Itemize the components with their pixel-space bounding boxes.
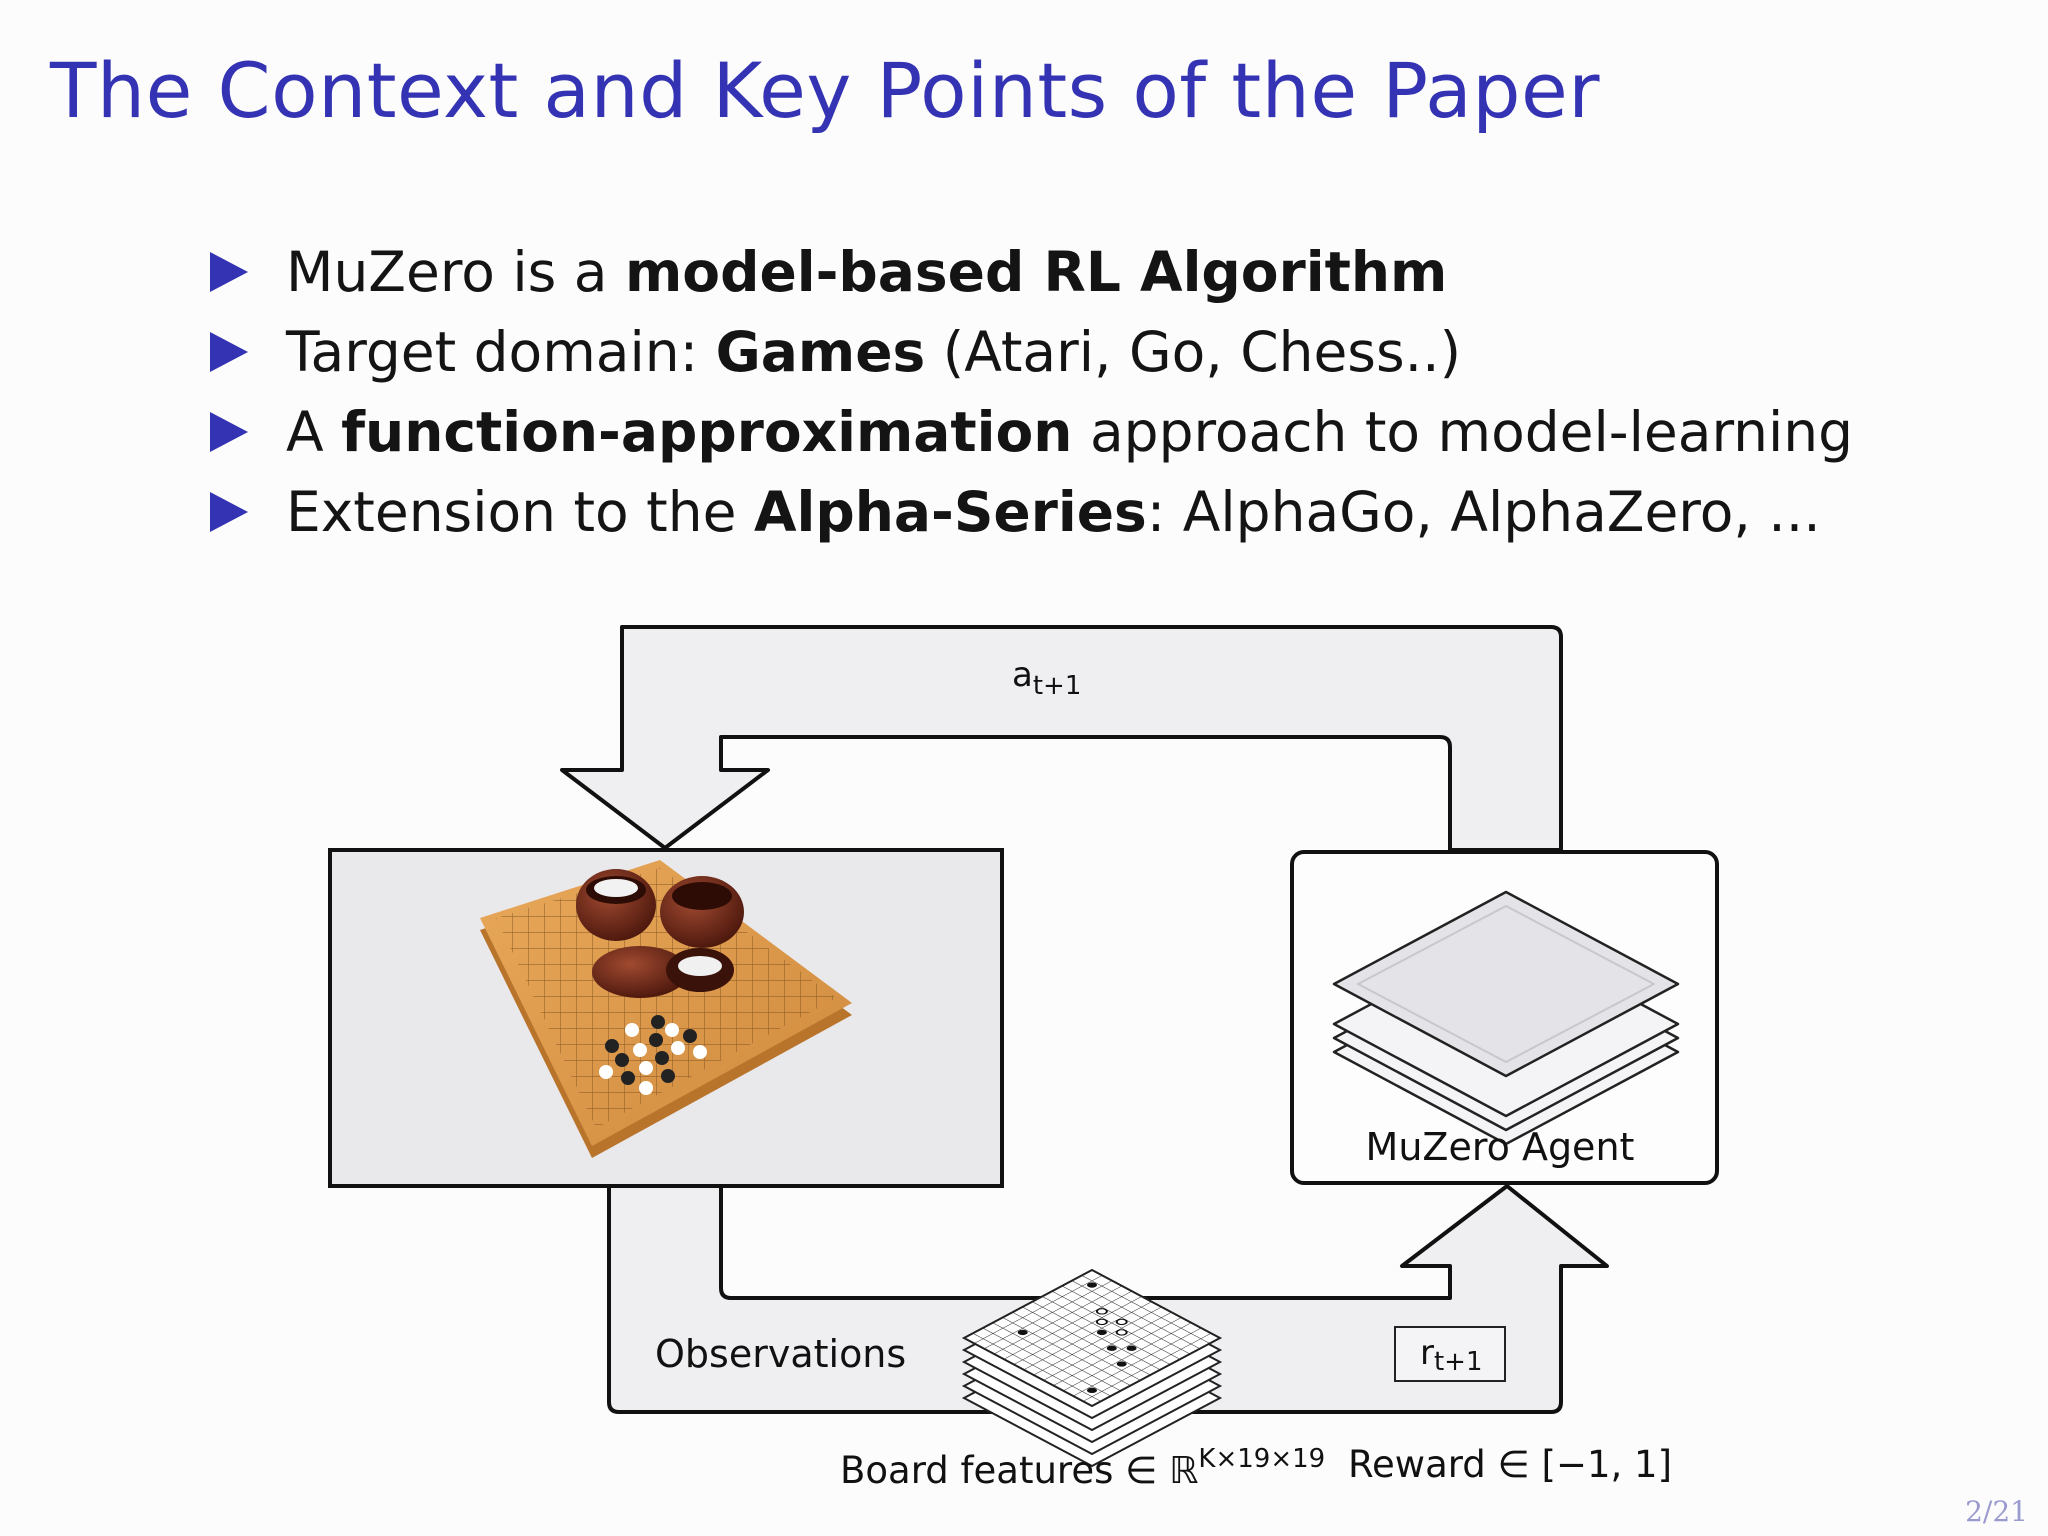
bullet-item: MuZero is a model-based RL Algorithm <box>210 232 1853 312</box>
bullet-text: MuZero is a <box>286 240 625 304</box>
bullet-item: A function-approximation approach to mod… <box>210 392 1853 472</box>
network-layers-icon <box>1332 890 1680 1146</box>
bullet-item: Extension to the Alpha-Series: AlphaGo, … <box>210 472 1853 552</box>
board-features-stack-icon <box>961 1268 1223 1468</box>
board-features-caption: Board features ∈ ℝK×19×19 <box>840 1444 1325 1492</box>
bullet-text: approach to model-learning <box>1072 400 1853 464</box>
bullet-text: (Atari, Go, Chess..) <box>925 320 1462 384</box>
bullet-text: Extension to the <box>286 480 754 544</box>
reward-label-box <box>1394 1326 1506 1382</box>
bullet-bold-text: model-based RL Algorithm <box>624 240 1448 304</box>
bullet-triangle-icon <box>210 492 248 532</box>
reward-label: rt+1 <box>1420 1333 1483 1377</box>
go-board-image <box>480 860 852 1158</box>
bullet-triangle-icon <box>210 252 248 292</box>
page-number: 2/21 <box>1965 1495 2028 1528</box>
bullet-triangle-icon <box>210 412 248 452</box>
bullet-bold-text: Games <box>715 320 926 384</box>
bullet-item: Target domain: Games (Atari, Go, Chess..… <box>210 312 1853 392</box>
bullet-text: A <box>286 400 342 464</box>
bullet-list: MuZero is a model-based RL Algorithm Tar… <box>210 232 1853 552</box>
bullet-bold-text: function-approximation <box>341 400 1073 464</box>
bullet-bold-text: Alpha-Series <box>753 480 1147 544</box>
bullet-text: Target domain: <box>286 320 716 384</box>
action-arrow <box>560 625 1563 852</box>
bullet-text: : AlphaGo, AlphaZero, ... <box>1146 480 1821 544</box>
slide-title: The Context and Key Points of the Paper <box>50 46 1600 135</box>
action-label: at+1 <box>1012 655 1081 701</box>
observations-label: Observations <box>655 1332 906 1376</box>
reward-range-caption: Reward ∈ [−1, 1] <box>1348 1443 1672 1486</box>
bullet-triangle-icon <box>210 332 248 372</box>
agent-label: MuZero Agent <box>1366 1125 1635 1169</box>
